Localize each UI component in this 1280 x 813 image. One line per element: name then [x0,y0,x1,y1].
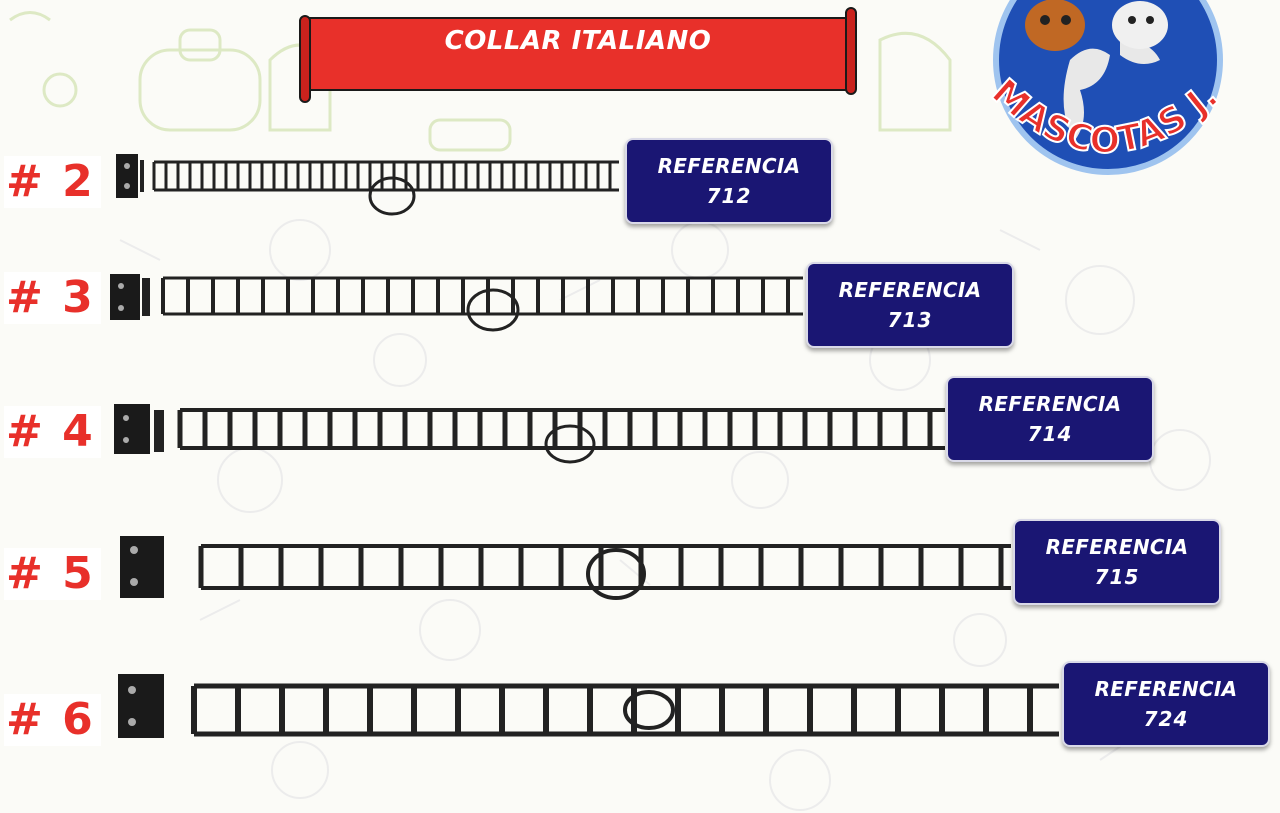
size-label: # 4 [4,406,101,458]
reference-box: REFERENCIA 724 [1062,661,1270,747]
size-label: # 5 [4,548,101,600]
collar-image [120,536,1011,600]
reference-number: 715 [1094,565,1140,589]
reference-label: REFERENCIA [657,154,801,178]
reference-label: REFERENCIA [1094,677,1238,701]
title-banner [299,7,857,103]
reference-number: 714 [1027,422,1073,446]
reference-box: REFERENCIA 712 [625,138,833,224]
reference-label: REFERENCIA [1045,535,1189,559]
reference-number: 712 [706,184,752,208]
collar-image [116,154,619,216]
reference-number: 724 [1143,707,1189,731]
reference-number: 713 [887,308,933,332]
reference-box: REFERENCIA 715 [1013,519,1221,605]
reference-box: REFERENCIA 713 [806,262,1014,348]
reference-box: REFERENCIA 714 [946,376,1154,462]
brand-logo: MASCOTAS J. M [970,0,1237,175]
collar-image [118,674,1059,738]
size-label: # 2 [4,156,101,208]
size-label: # 6 [4,694,101,746]
size-label: # 3 [4,272,101,324]
reference-label: REFERENCIA [978,392,1122,416]
collar-image [114,404,945,464]
reference-label: REFERENCIA [838,278,982,302]
collar-image [110,274,803,332]
page-title: COLLAR ITALIANO [444,26,712,56]
